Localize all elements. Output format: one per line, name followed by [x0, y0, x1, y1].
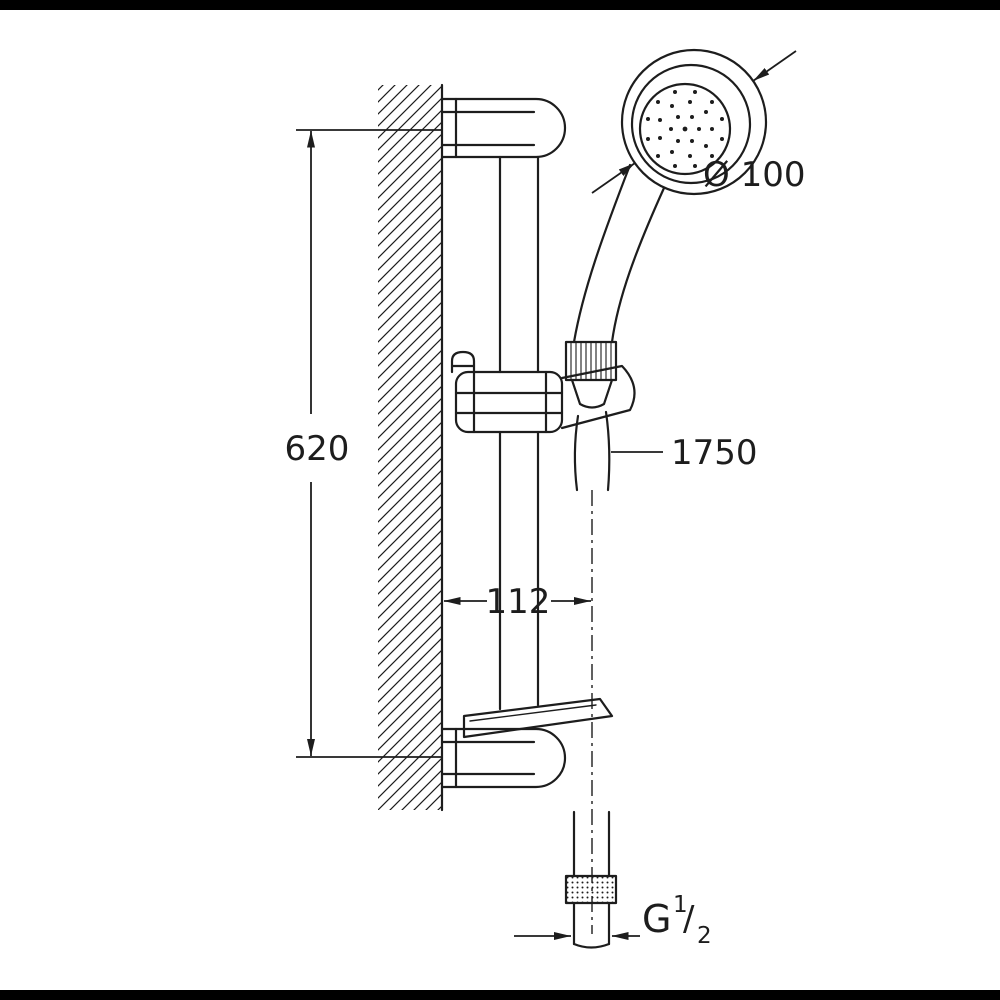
spray-face [638, 82, 732, 176]
shower-hose-upper [573, 410, 611, 492]
thread-g: G [642, 897, 671, 941]
dim-diameter [591, 50, 797, 194]
hand-shower-head [620, 48, 768, 196]
bottom-letterbox-bar [0, 990, 1000, 1000]
slider-holder [450, 350, 636, 434]
shower-rail [498, 155, 540, 711]
dimension-lines [296, 50, 797, 940]
hose-knurled-nut [564, 874, 618, 905]
top-bracket [440, 97, 567, 159]
dim-620 [296, 129, 442, 758]
dim-diameter-label: Ø 100 [703, 155, 805, 195]
top-letterbox-bar [0, 0, 1000, 10]
dim-112-label: 112 [486, 582, 551, 622]
bottom-bracket [440, 727, 567, 789]
thread-numerator: 1 [673, 892, 688, 918]
release-button [450, 350, 476, 374]
holder-arm [560, 364, 636, 430]
dimension-labels: 620 112 1750 Ø 100 G 1 / 2 [285, 155, 806, 949]
fixture-linework [378, 48, 768, 949]
hand-shower-handle [564, 163, 666, 409]
slider-clamp [454, 370, 564, 434]
dim-620-label: 620 [285, 429, 350, 469]
spray-nozzle-dots [646, 90, 724, 168]
thread-denominator: 2 [697, 923, 712, 949]
thread-slash: / [683, 899, 695, 939]
shower-hose-lower [564, 810, 618, 949]
dim-1750-label: 1750 [671, 433, 758, 473]
thread-size-label: G 1 / 2 [642, 892, 712, 949]
wall-hatch [378, 85, 442, 810]
